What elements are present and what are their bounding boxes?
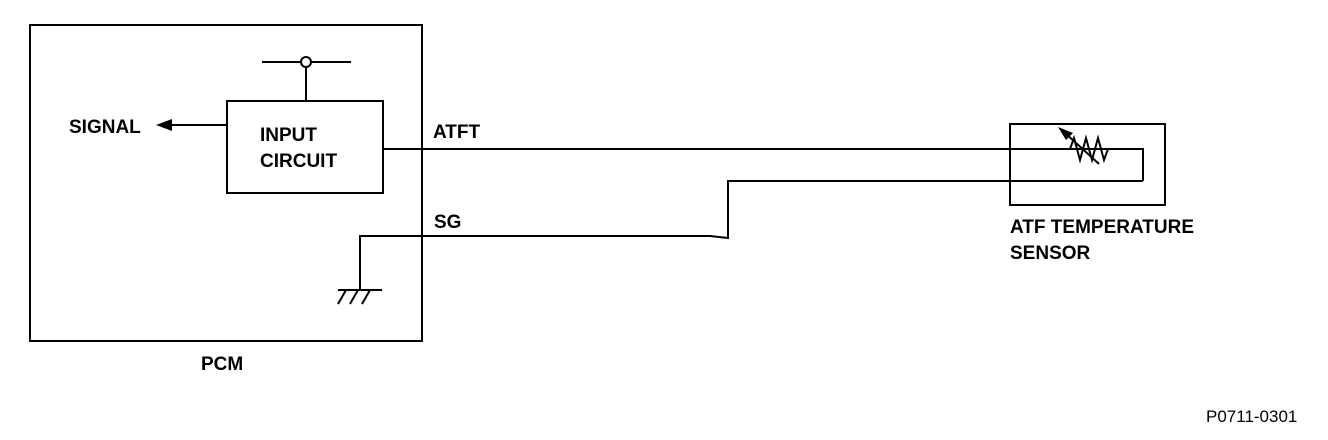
signal-label: SIGNAL [69, 117, 141, 138]
atft-label: ATFT [433, 122, 481, 143]
power-supply-terminal-icon [262, 56, 351, 101]
sensor-label-line2: SENSOR [1010, 243, 1091, 264]
thermistor-icon [1058, 127, 1115, 165]
sensor-label-line1: ATF TEMPERATURE [1010, 217, 1194, 238]
atft-wire [383, 148, 1144, 181]
ground-icon [337, 289, 382, 305]
sensor-box [1009, 123, 1166, 206]
input-circuit-label-line2: CIRCUIT [260, 151, 337, 172]
input-circuit-box [226, 100, 384, 194]
pcm-box [29, 24, 423, 342]
input-circuit-label-line1: INPUT [260, 125, 317, 146]
pcm-label: PCM [201, 354, 243, 375]
sg-wire [359, 180, 1143, 290]
sg-label: SG [434, 212, 461, 233]
arrow-left-icon [156, 119, 227, 131]
figure-id: P0711-0301 [1206, 407, 1297, 426]
